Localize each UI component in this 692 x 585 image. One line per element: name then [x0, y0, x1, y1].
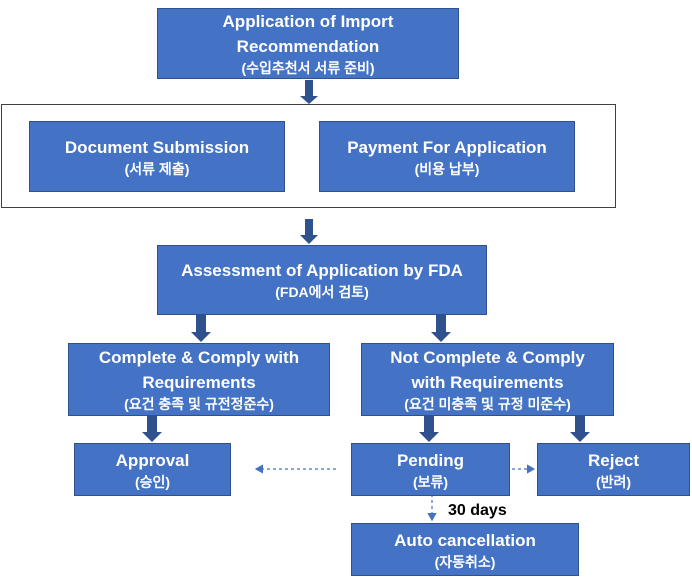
arrow-import-to-submission: [300, 80, 318, 104]
days-label: 30 days: [448, 502, 507, 519]
block-arrows: [142, 80, 590, 442]
node-title-line: Requirements: [142, 373, 256, 392]
node-title: Approval: [115, 450, 190, 470]
node-title: Pending: [396, 450, 465, 470]
node-title-line: Complete & Comply with: [98, 348, 300, 367]
node-title: Assessment of Application by FDA: [181, 261, 463, 280]
node-import-recommendation: Application of Import Recommendation (수입…: [157, 8, 459, 79]
node-subtitle: (보류): [412, 473, 449, 490]
node-title-line: with Requirements: [411, 373, 564, 392]
arrow-assessment-to-not-complete: [431, 315, 451, 342]
node-title: Payment For Application: [347, 137, 547, 157]
node-subtitle: (서류 제출): [124, 160, 190, 177]
node-title-line: Recommendation: [236, 37, 380, 56]
node-subtitle: (FDA에서 검토): [275, 284, 369, 300]
node-subtitle: (자동취소): [434, 553, 496, 570]
node-subtitle: (비용 납부): [414, 160, 480, 177]
node-reject: Reject (반려): [537, 443, 690, 496]
node-approval: Approval (승인): [74, 443, 231, 496]
node-assessment: Assessment of Application by FDA (FDA에서 …: [157, 245, 487, 315]
node-pending: Pending (보류): [351, 443, 510, 496]
arrow-assessment-to-complete: [191, 315, 211, 342]
node-subtitle: (요건 미충족 및 규정 미준수): [404, 396, 571, 412]
node-payment: Payment For Application (비용 납부): [319, 121, 575, 192]
node-title: Reject: [587, 450, 640, 470]
arrow-submission-to-assessment: [300, 219, 318, 244]
node-auto-cancellation: Auto cancellation (자동취소): [351, 523, 579, 576]
node-title-line: Not Complete & Comply: [390, 348, 585, 367]
node-title: Document Submission: [64, 137, 250, 157]
node-title-line: Application of Import: [222, 12, 394, 31]
node-subtitle: (수입추천서 서류 준비): [241, 60, 375, 76]
node-subtitle: (반려): [595, 473, 632, 490]
node-title: Auto cancellation: [394, 530, 536, 550]
arrow-not-complete-to-reject: [570, 416, 590, 442]
node-subtitle: (승인): [134, 473, 171, 490]
node-not-complete: Not Complete & Comply with Requirements …: [361, 343, 614, 416]
node-document-submission: Document Submission (서류 제출): [29, 121, 285, 192]
node-subtitle: (요건 충족 및 규전정준수): [124, 396, 274, 412]
arrow-not-complete-to-pending: [419, 416, 439, 442]
arrow-complete-to-approval: [142, 416, 162, 442]
node-complete: Complete & Comply with Requirements (요건 …: [68, 343, 330, 416]
